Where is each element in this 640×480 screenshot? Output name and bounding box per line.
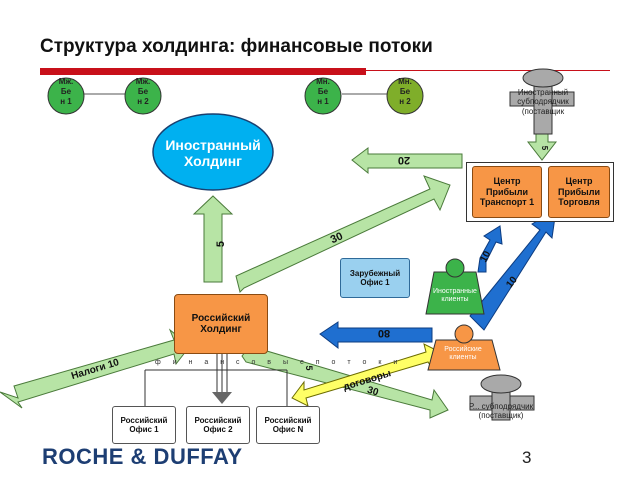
arrow-diagonal-30-label: 30 bbox=[329, 230, 345, 246]
company-logo: ROCHE & DUFFAY bbox=[42, 444, 243, 469]
beneficiary-circle-3 bbox=[304, 77, 342, 115]
russian-office-1: Российский Офис 1 bbox=[112, 406, 176, 444]
offshore-office-box: Зарубежный Офис 1 bbox=[340, 258, 410, 298]
russian-supplier-head bbox=[480, 374, 522, 394]
arrow-supplier-5-label: 5 bbox=[540, 146, 549, 151]
profit-center-trade: Центр Прибыли Торговля bbox=[548, 166, 610, 218]
russian-holding-box: Российский Холдинг bbox=[174, 294, 268, 354]
arrow-to-transport-10 bbox=[477, 225, 503, 273]
russian-supplier-label: Р... субподрядчик (поставщик) bbox=[468, 401, 534, 420]
foreign-supplier-label: Иностранный субподрядчик (поставщик bbox=[517, 88, 569, 116]
page-title: Структура холдинга: финансовые потоки bbox=[40, 36, 433, 57]
beneficiary-circle-4 bbox=[386, 77, 424, 115]
foreign-clients-knob bbox=[445, 258, 465, 278]
russian-office-2: Российский Офис 2 bbox=[186, 406, 250, 444]
arrow-up-5-label: 5 bbox=[215, 241, 227, 247]
russian-clients-label: Российские клиенты bbox=[444, 345, 482, 361]
foreign-supplier-head bbox=[522, 68, 564, 88]
profit-center-transport: Центр Прибыли Транспорт 1 bbox=[472, 166, 542, 218]
foreign-holding-ellipse bbox=[152, 113, 274, 191]
arrow-to-transport-10-label: 10 bbox=[478, 249, 493, 264]
russian-clients-knob bbox=[454, 324, 474, 344]
beneficiary-circle-2 bbox=[124, 77, 162, 115]
office-connector-arrowhead bbox=[212, 392, 232, 404]
arrow-80-label: 80 bbox=[378, 327, 390, 339]
arrow-supplier-5 bbox=[526, 133, 558, 161]
arrow-20 bbox=[351, 147, 463, 175]
title-underline bbox=[40, 68, 366, 75]
arrow-up-5 bbox=[192, 195, 234, 283]
arrow-dividends-label: 5 bbox=[304, 365, 314, 370]
beneficiary-circle-1 bbox=[47, 77, 85, 115]
foreign-clients-label: Иностранные клиенты bbox=[433, 287, 477, 303]
russian-office-n: Российский Офис N bbox=[256, 406, 320, 444]
finance-flows-text: ф и н а н с о в ы е п о т о к и bbox=[155, 359, 402, 366]
arrow-diagonal-30 bbox=[235, 175, 451, 293]
foreign-holding-label: Иностранный Холдинг bbox=[165, 136, 261, 169]
title-thin-line bbox=[366, 70, 610, 71]
arrow-20-label: 20 bbox=[398, 154, 410, 166]
russian-clients-weight bbox=[427, 339, 501, 371]
arrow-80 bbox=[319, 321, 433, 350]
arrow-down-30-label: 30 bbox=[366, 385, 380, 399]
page-number: 3 bbox=[522, 448, 532, 467]
